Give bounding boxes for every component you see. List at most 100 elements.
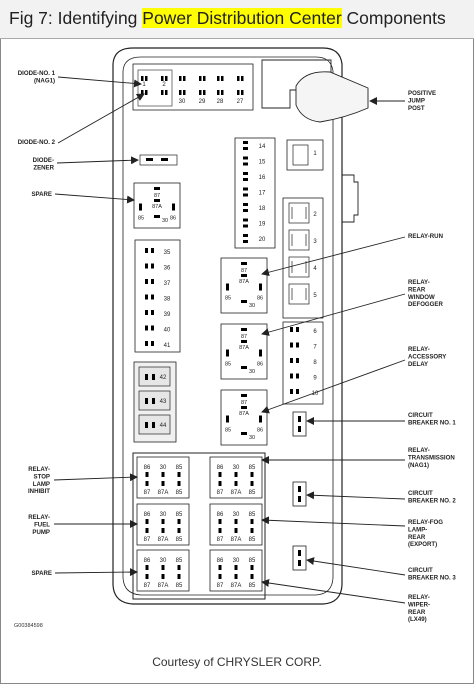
callout-spare-2-line: SPARE [31, 570, 52, 577]
top-fuse-pin-b [241, 76, 244, 81]
title-prefix: Fig 7: Identifying [9, 8, 143, 28]
fuse-pin [243, 203, 248, 206]
top-fuse-pin-d [145, 90, 148, 95]
relay-fog-lamp-rear-bottom-pin [218, 528, 222, 533]
relay-fog-lamp-rear-bottom-pin [234, 528, 238, 533]
fuse-label-43: 43 [160, 399, 167, 405]
top-fuse-pin-b [203, 76, 206, 81]
top-fuse-pin-d [203, 90, 206, 95]
callout-stop-lamp-line: STOP [34, 473, 50, 480]
relay-transmission-top-label: 30 [233, 465, 240, 471]
top-fuse-pin-b [183, 76, 186, 81]
relay-transmission-bottom-pin [234, 481, 238, 486]
relay-fuel-pump-top-pin [145, 519, 149, 524]
title-suffix: Components [341, 8, 446, 28]
relay-wiper-rear-top-label: 30 [233, 558, 240, 564]
relay-defogger-label-87a: 87A [239, 345, 249, 351]
fuse-label-16: 16 [259, 175, 266, 181]
top-fuse-pin-a [237, 76, 240, 81]
relay-run-label-87: 87 [241, 268, 247, 274]
callout-relay-accessory-line: DELAY [408, 361, 428, 368]
top-fuse-block [132, 63, 254, 111]
jcase-label-4: 4 [313, 266, 317, 272]
fuse-pin [290, 342, 293, 348]
title-bar: Fig 7: Identifying Power Distribution Ce… [0, 0, 474, 39]
relay-stop-lamp-inhibit-top-pin [177, 472, 181, 477]
relay-transmission-bottom-pin [250, 481, 254, 486]
jcase-fuse-5 [288, 283, 310, 305]
callout-diode-1-line: (NAG1) [34, 77, 55, 84]
fuse-label-44: 44 [160, 423, 167, 429]
circuit-breaker-1 [292, 411, 307, 437]
jcase-label-2: 2 [313, 212, 317, 218]
relay-stop-lamp-inhibit-top-label: 30 [160, 465, 167, 471]
callout-cb-1-line: CIRCUIT [408, 412, 433, 419]
relay-transmission-bottom-label: 87 [217, 490, 224, 496]
jcase-label-3: 3 [313, 239, 317, 245]
fuse-label-42: 42 [160, 375, 167, 381]
top-fuse-label: 2 [162, 82, 166, 88]
fuse-label-19: 19 [259, 222, 266, 228]
jcase-fuse-lines [291, 207, 307, 219]
cartridge-pin [145, 398, 148, 404]
fuse-pin [151, 310, 154, 315]
relay-spare-bottom-top-label: 30 [160, 558, 167, 564]
callout-relay-fog-line: RELAY-FOG [408, 519, 443, 526]
callout-diode-1-line: DIODE-NO. 1 [18, 70, 56, 77]
callout-diode-zener-line: DIODE- [33, 157, 54, 164]
fuse-label-20: 20 [259, 237, 266, 243]
relay-fuel-pump-top-label: 86 [144, 512, 151, 518]
relay-fog-lamp-rear-top-pin [234, 519, 238, 524]
jcase-fuse-lines [291, 288, 307, 300]
fuse-label-9: 9 [313, 376, 317, 382]
circuit-breaker-1-pin-a [298, 416, 301, 422]
fuse-label-10: 10 [312, 391, 319, 397]
relay-spare-bottom-top-pin [145, 565, 149, 570]
relay-fog-lamp-rear-bottom-label: 87 [217, 537, 224, 543]
top-fuse-pin-d [165, 90, 168, 95]
top-fuse-pin-a [141, 76, 144, 81]
circuit-breaker-3-pin-b [298, 560, 301, 566]
arrow-cb-3 [306, 557, 406, 576]
relay-fuel-pump-bottom-pin [161, 528, 165, 533]
relay-accessory-delay-pin-86 [259, 415, 262, 423]
relay-fuel-pump-top-pin [177, 519, 181, 524]
callout-relay-defogger-line: DEFOGGER [408, 301, 443, 308]
circuit-breaker-2-pin-a [298, 486, 301, 492]
relay-run-label-86: 86 [257, 296, 263, 302]
top-fuse-pin-b [145, 76, 148, 81]
fuse-pin [243, 172, 248, 175]
callout-fuel-pump-line: RELAY- [28, 514, 50, 521]
top-fuse-label: 30 [179, 99, 186, 105]
relay-stop-lamp-inhibit-top-pin [161, 472, 165, 477]
arrow-relay-defogger [261, 293, 406, 336]
cartridge-pin [152, 374, 155, 380]
callout-diode-2-line: DIODE-NO. 2 [18, 139, 56, 146]
arrow-diode-zener [56, 156, 139, 165]
relay-stop-lamp-inhibit-top-pin [145, 472, 149, 477]
fuse-pin [145, 263, 148, 269]
relay-stop-lamp-inhibit-bottom-pin [161, 481, 165, 486]
relay-accessory-delay-pin-85 [226, 415, 229, 423]
fuse-label-37: 37 [164, 281, 171, 287]
top-fuse-label: 1 [142, 82, 146, 88]
relay-spare-bottom-bottom-label: 87A [158, 583, 169, 589]
relay-run-pin-30 [241, 300, 247, 303]
top-fuse-pin-b [221, 76, 224, 81]
circuit-breaker-2-pin-b [298, 496, 301, 502]
spare-relay-top-label-87a: 87A [152, 204, 162, 210]
relay-stop-lamp-inhibit-top-label: 85 [176, 465, 183, 471]
jcase-fuse-top-inner [292, 144, 309, 166]
spare-relay-top [133, 182, 181, 229]
relay-stop-lamp-inhibit-top-label: 86 [144, 465, 151, 471]
fuse-pin [151, 279, 154, 284]
arrow-cb-2 [306, 491, 406, 500]
relay-fog-lamp-rear-bottom-label: 87A [231, 537, 242, 543]
cartridge-pin [152, 422, 155, 428]
relay-fuel-pump-bottom-label: 87A [158, 537, 169, 543]
relay-wiper-rear-top-label: 86 [217, 558, 224, 564]
cartridge-pin [152, 398, 155, 404]
callout-relay-wiper-line: (LX49) [408, 616, 427, 623]
fuse-pin [243, 187, 248, 191]
spare-relay-top-pin-30 [154, 215, 160, 218]
